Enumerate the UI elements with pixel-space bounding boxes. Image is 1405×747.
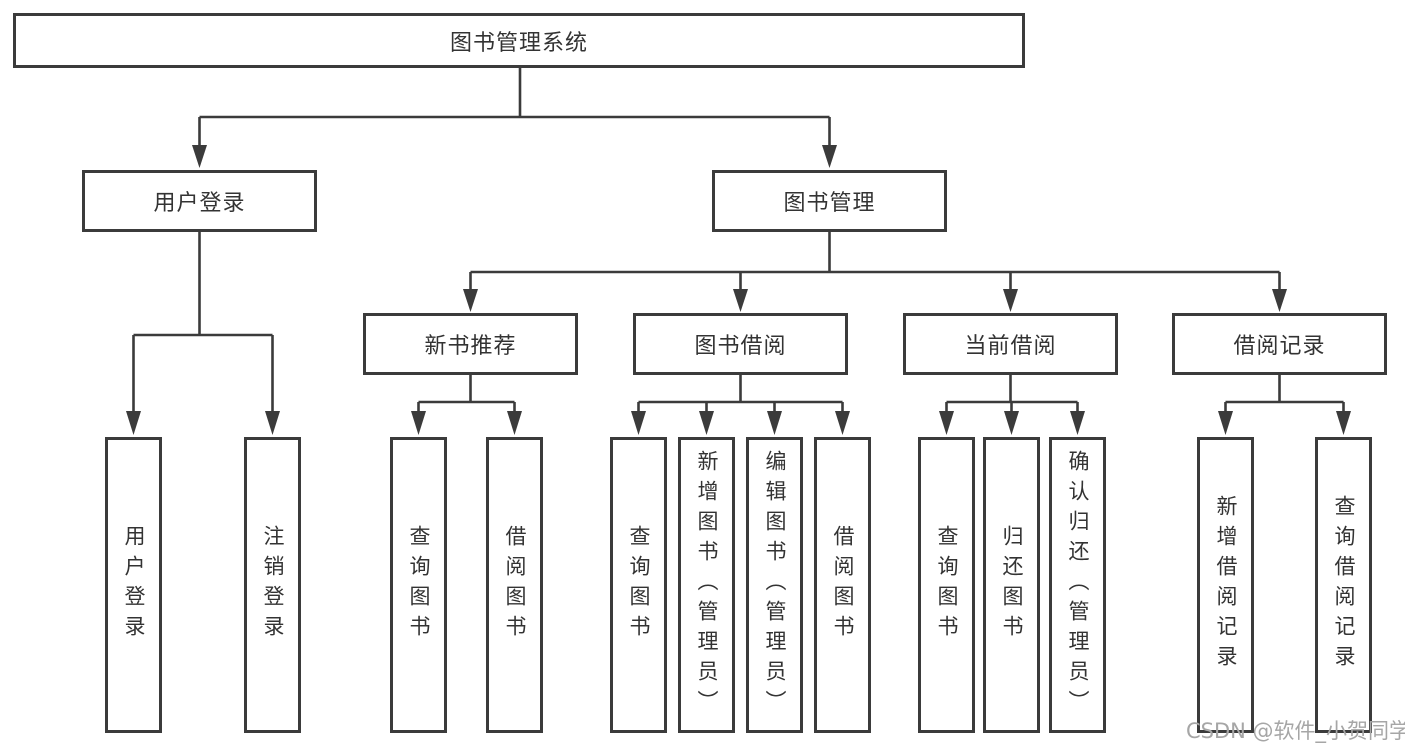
leaf-borrow-books-label: 借阅图书 [831,525,855,645]
node-new-book-recommend-label: 新书推荐 [424,334,517,359]
leaf-query-borrow-record: 查询借阅记录 [1315,437,1372,733]
leaf-query-books-recommend-label: 查询图书 [407,525,431,645]
leaf-borrow-books: 借阅图书 [814,437,871,733]
node-user-login: 用户登录 [82,170,317,232]
leaf-query-books-current-label: 查询图书 [935,525,959,645]
leaf-add-book-admin-label: 新增图书（管理员） [695,450,719,720]
node-book-management: 图书管理 [712,170,947,232]
node-current-borrow-label: 当前借阅 [964,334,1057,359]
leaf-logout: 注销登录 [244,437,301,733]
leaf-confirm-return-admin: 确认归还（管理员） [1049,437,1106,733]
leaf-borrow-books-recommend: 借阅图书 [486,437,543,733]
leaf-add-borrow-record: 新增借阅记录 [1197,437,1254,733]
leaf-borrow-books-recommend-label: 借阅图书 [503,525,527,645]
leaf-query-books-current: 查询图书 [918,437,975,733]
leaf-user-login-label: 用户登录 [122,525,146,645]
node-book-management-label: 图书管理 [783,191,876,216]
leaf-query-books-borrow: 查询图书 [610,437,667,733]
leaf-edit-book-admin: 编辑图书（管理员） [746,437,803,733]
node-borrow-records: 借阅记录 [1172,313,1387,375]
node-current-borrow: 当前借阅 [903,313,1118,375]
node-root-label: 图书管理系统 [449,30,588,56]
node-root: 图书管理系统 [13,13,1025,68]
leaf-edit-book-admin-label: 编辑图书（管理员） [763,450,787,720]
leaf-query-books-borrow-label: 查询图书 [627,525,651,645]
csdn-watermark: CSDN @软件_小贺同学 [1186,719,1405,743]
leaf-return-book-label: 归还图书 [1000,525,1024,645]
leaf-add-book-admin: 新增图书（管理员） [678,437,735,733]
leaf-add-borrow-record-label: 新增借阅记录 [1214,495,1238,675]
node-book-borrow: 图书借阅 [633,313,848,375]
node-user-login-label: 用户登录 [153,191,246,216]
leaf-query-books-recommend: 查询图书 [390,437,447,733]
leaf-logout-label: 注销登录 [261,525,285,645]
leaf-query-borrow-record-label: 查询借阅记录 [1332,495,1356,675]
leaf-return-book: 归还图书 [983,437,1040,733]
node-new-book-recommend: 新书推荐 [363,313,578,375]
node-book-borrow-label: 图书借阅 [694,334,787,359]
leaf-user-login: 用户登录 [105,437,162,733]
node-borrow-records-label: 借阅记录 [1233,334,1326,359]
leaf-confirm-return-admin-label: 确认归还（管理员） [1066,450,1090,720]
